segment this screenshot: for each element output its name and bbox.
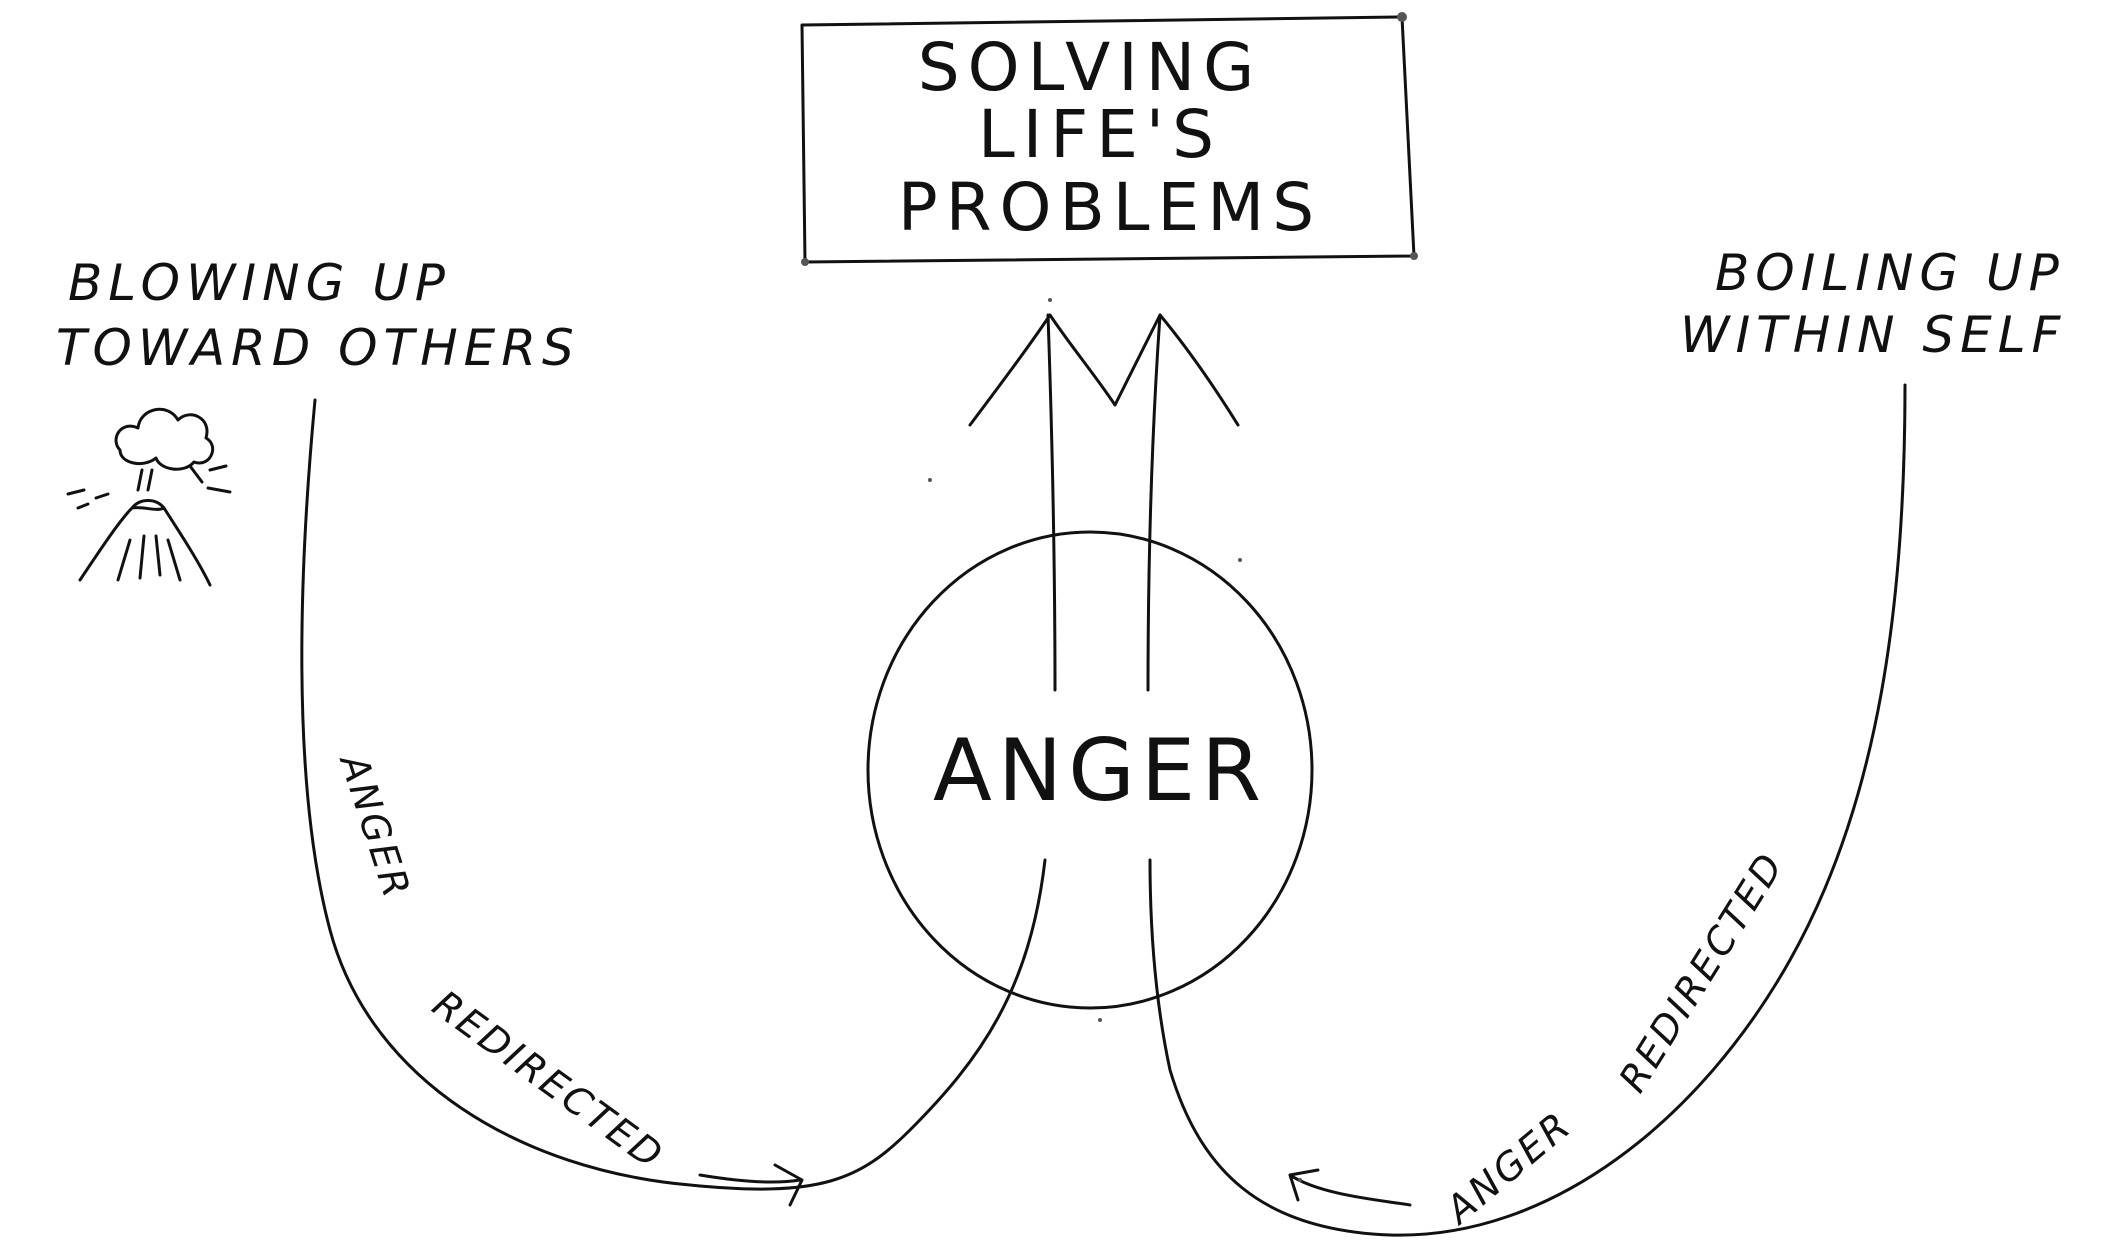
title-line-1: SOLVING [918,29,1263,106]
title-line-2: LIFE'S [978,96,1222,173]
left-path-word-2: REDIRECTED [425,982,673,1179]
upward-arrows [968,313,1240,692]
paper-specks [928,298,1302,1182]
right-label: BOILING UP WITHIN SELF [1680,244,2066,364]
left-label-line-1: BLOWING UP [68,254,451,312]
right-label-line-2: WITHIN SELF [1680,306,2066,364]
left-label: BLOWING UP TOWARD OTHERS [56,254,580,377]
right-path-word-1: ANGER [1435,1102,1580,1234]
anger-circle: ANGER [866,530,1314,1010]
right-label-line-1: BOILING UP [1715,244,2065,302]
left-label-line-2: TOWARD OTHERS [56,319,580,377]
title-line-3: PROBLEMS [898,169,1322,246]
volcano-icon [66,407,232,587]
title-box: SOLVING LIFE'S PROBLEMS [800,12,1418,266]
anger-label: ANGER [933,721,1267,821]
right-path-word-2: REDIRECTED [1610,844,1793,1100]
left-path-word-1: ANGER [331,746,420,904]
